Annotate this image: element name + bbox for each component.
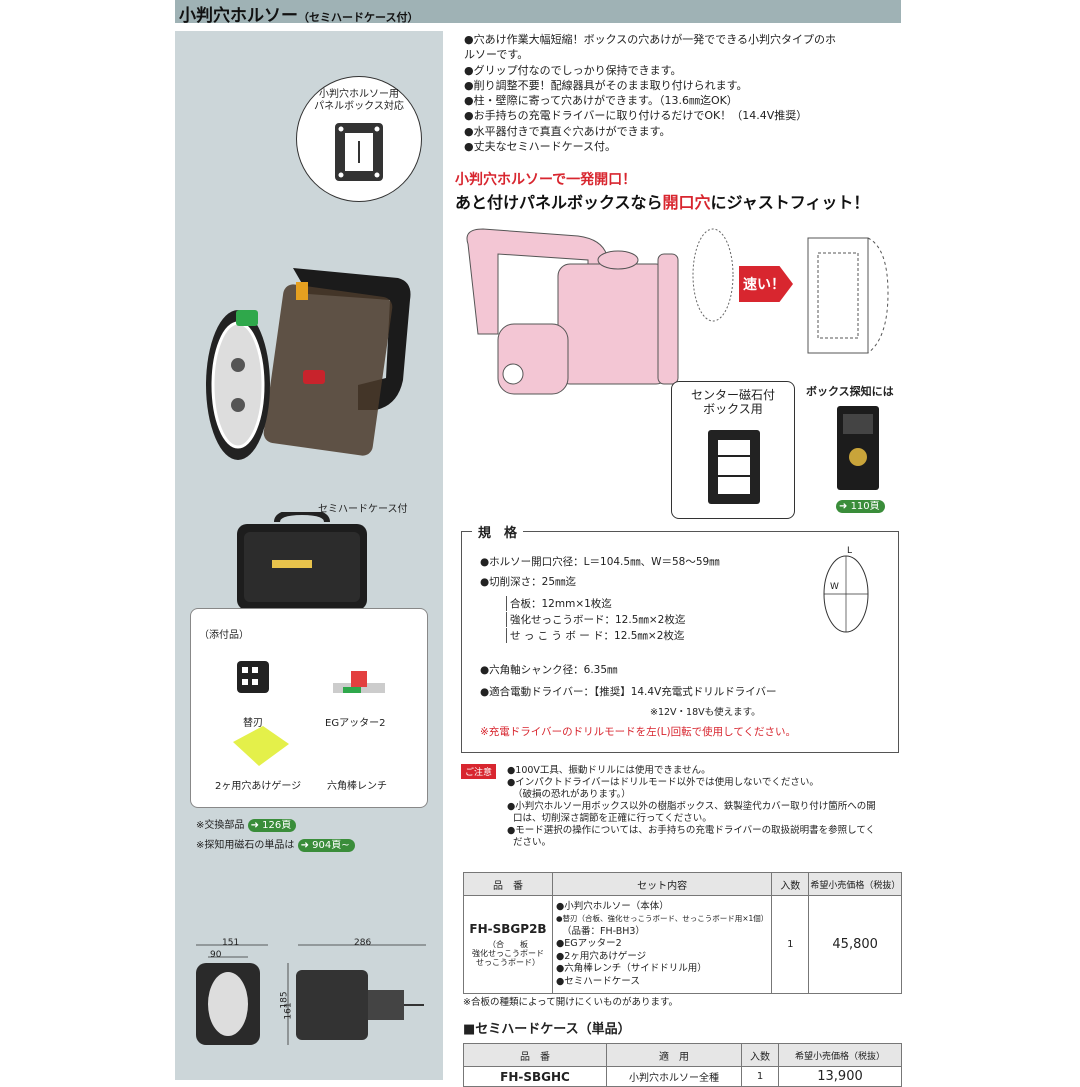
spec-box: 規 格 ●ホルソー開口穴径：L＝104.5㎜、W＝58～59㎜ ●切削深さ：25… xyxy=(461,522,899,753)
quantity: 1 xyxy=(771,895,810,994)
caution-item: ださい。 xyxy=(513,837,552,848)
case-table: 品 番 適 用 入数 希望小売価格（税抜） FH-SBGHC 小判穴ホルソー全種… xyxy=(463,1043,902,1087)
table-row: FH-SBGP2B （合 板強化せっこうボードせっこうボード） ●小判穴ホルソー… xyxy=(463,895,902,994)
center-box-label-1: センター磁石付 xyxy=(690,388,775,402)
headline-secondary: あと付けパネルボックスなら開口穴にジャストフィット！ xyxy=(455,193,870,212)
cut-disk-illustration xyxy=(692,228,734,322)
box-detect-label: ボックス探知には xyxy=(806,385,894,398)
feature-item: ルソーです。 xyxy=(464,48,529,62)
model-materials: （合 板強化せっこうボードせっこうボード） xyxy=(472,940,544,967)
quantity: 1 xyxy=(741,1066,779,1087)
box-detector-image xyxy=(837,406,879,490)
col-qty: 入数 xyxy=(741,1043,779,1067)
spec-opening-size: ●ホルソー開口穴径：L＝104.5㎜、W＝58～59㎜ xyxy=(480,556,720,568)
magnet-ref-tag[interactable]: 904頁~ xyxy=(297,839,355,852)
headline-primary: 小判穴ホルソーで一発開口！ xyxy=(455,172,637,188)
spec-material-reinforced: 強化せっこうボード：12.5㎜×2枚迄 xyxy=(506,612,685,627)
spec-material-gypsum: せ っ こ う ボ ー ド：12.5㎜×2枚迄 xyxy=(506,628,684,643)
diagram-label-w: W xyxy=(830,582,839,592)
diagram-label-l: L xyxy=(847,546,853,556)
accessory-label-gauge: 2ヶ用穴あけゲージ xyxy=(215,781,302,792)
model-number: FH-SBGHC xyxy=(463,1066,607,1087)
accessory-label-wrench: 六角棒レンチ xyxy=(327,781,387,792)
hole-shape-diagram xyxy=(823,555,869,633)
page-title: 小判穴ホルソー（セミハードケース付） xyxy=(179,6,419,26)
caution-item: ●100V工具、振動ドリルには使用できません。 xyxy=(507,765,711,776)
product-table: 品 番 セット内容 入数 希望小売価格（税抜） FH-SBGP2B （合 板強化… xyxy=(463,872,902,994)
col-price: 希望小売価格（税抜） xyxy=(778,1043,902,1067)
spec-driver: ●適合電動ドライバー：【推奨】14.4V充電式ドリルドライバー xyxy=(480,686,777,698)
eg-cutter-image xyxy=(333,671,385,693)
plywood-note: ※合板の種類によって開けにくいものがあります。 xyxy=(463,997,679,1008)
accessory-label-cutter: EGアッター2 xyxy=(325,718,386,729)
dim-286: 286 xyxy=(354,938,372,948)
col-use: 適 用 xyxy=(606,1043,742,1067)
table-row: FH-SBGHC 小判穴ホルソー全種 1 13,900 xyxy=(463,1066,902,1087)
callout-label-2: パネルボックス対応 xyxy=(314,101,404,112)
center-box-label-2: ボックス用 xyxy=(703,402,763,416)
fast-arrow-badge: 速い！ xyxy=(739,266,793,302)
hole-saw-illustration xyxy=(466,228,679,395)
price: 45,800 xyxy=(808,895,902,994)
center-magnet-box-callout: センター磁石付ボックス用 xyxy=(671,381,795,519)
feature-item: ●グリップ付なのでしっかり保持できます。 xyxy=(464,63,682,77)
hole-saw-tool-image xyxy=(206,268,411,460)
spec-cut-depth: ●切削深さ：25㎜迄 xyxy=(480,576,577,588)
feature-item: ●丈夫なセミハードケース付。 xyxy=(464,140,617,154)
section-heading-case: ■セミハードケース（単品） xyxy=(463,1022,631,1037)
feature-item: ●穴あけ作業大幅短縮！ボックスの穴あけが一発でできる小判穴タイプのホ xyxy=(464,33,837,46)
spec-material-plywood: 合板：12mm×1枚迄 xyxy=(506,596,612,611)
feature-item: ●削り調整不要！配線器具がそのまま取り付けられます。 xyxy=(464,78,748,92)
feature-item: ●お手持ちの充電ドライバーに取り付けるだけでOK！（14.4V推奨） xyxy=(464,109,808,123)
dim-161: 161 xyxy=(283,1002,294,1020)
col-qty: 入数 xyxy=(771,872,810,896)
center-magnet-box-icon xyxy=(708,430,760,504)
callout-label-1: 小判穴ホルソー用 xyxy=(319,89,399,100)
feature-list: ●穴あけ作業大幅短縮！ボックスの穴あけが一発でできる小判穴タイプのホ ルソーです… xyxy=(464,32,904,154)
page-subtitle: （セミハードケース付） xyxy=(298,11,419,24)
spec-voltage-note: ※12V・18Vも使えます。 xyxy=(650,707,761,718)
dim-151: 151 xyxy=(222,938,240,948)
panel-box-icon xyxy=(335,123,383,181)
spec-shank: ●六角軸シャンク径：6.35㎜ xyxy=(480,664,618,676)
caution-item: 口は、切削深さ調節を正確に行ってください。 xyxy=(513,813,712,824)
accessory-label-blade: 替刃 xyxy=(243,718,263,729)
replacement-parts-note: ※交換部品 126頁 xyxy=(196,816,297,832)
page-header: 小判穴ホルソー（セミハードケース付） xyxy=(175,0,901,26)
caution-list: ●100V工具、振動ドリルには使用できません。 ●インパクトドライバーはドリルモ… xyxy=(507,765,907,849)
caution-tag: ご注意 xyxy=(461,764,497,779)
caution-item: ●モード選択の操作については、お手持ちの充電ドライバーの取扱説明書を参照してく xyxy=(507,825,876,836)
price: 13,900 xyxy=(778,1066,902,1087)
col-contents: セット内容 xyxy=(551,872,773,896)
hole-gauge-image xyxy=(233,726,289,766)
caution-item: ●インパクトドライバーはドリルモード以外では使用しないでください。 xyxy=(507,777,819,788)
dim-90: 90 xyxy=(210,950,222,960)
accessories-title: （添付品） xyxy=(199,630,249,641)
accessories-box: （添付品） 替刃 EGアッター2 2ヶ用穴あけゲージ 六角棒レンチ xyxy=(190,608,428,808)
magnet-note: ※探知用磁石の単品は 904頁~ xyxy=(196,836,355,852)
col-model: 品 番 xyxy=(463,1043,607,1067)
feature-item: ●柱・壁際に寄って穴あけができます。（13.6㎜迄OK） xyxy=(464,94,738,108)
panel-box-illustration xyxy=(807,237,889,354)
spec-title: 規 格 xyxy=(472,522,524,541)
case-label: セミハードケース付 xyxy=(318,504,408,515)
box-detect-ref-tag[interactable]: 110頁 xyxy=(836,500,885,513)
replacement-blade-image xyxy=(237,661,269,693)
caution-item: ●小判穴ホルソー用ボックス以外の樹脂ボックス、鉄製塗代カバー取り付け箇所への開 xyxy=(507,801,876,812)
feature-item: ●水平器付きで真直ぐ穴あけができます。 xyxy=(464,124,671,138)
set-contents: ●小判穴ホルソー（本体） ●替刃（合板、強化せっこうボード、せっこうボード用×1… xyxy=(551,895,773,994)
caution-item: （破損の恐れがあります。） xyxy=(513,789,631,800)
col-model: 品 番 xyxy=(463,872,553,896)
col-price: 希望小売価格（税抜） xyxy=(808,872,902,896)
semi-hard-case-image xyxy=(237,512,367,610)
replacement-ref-tag[interactable]: 126頁 xyxy=(247,819,297,832)
spec-mode-note: ※充電ドライバーのドリルモードを左(L)回転で使用してください。 xyxy=(480,726,796,738)
applicable-use: 小判穴ホルソー全種 xyxy=(606,1066,742,1087)
dimension-drawing xyxy=(196,944,426,1045)
panel-box-callout: 小判穴ホルソー用パネルボックス対応 xyxy=(296,76,422,202)
model-number: FH-SBGP2B xyxy=(469,922,547,936)
